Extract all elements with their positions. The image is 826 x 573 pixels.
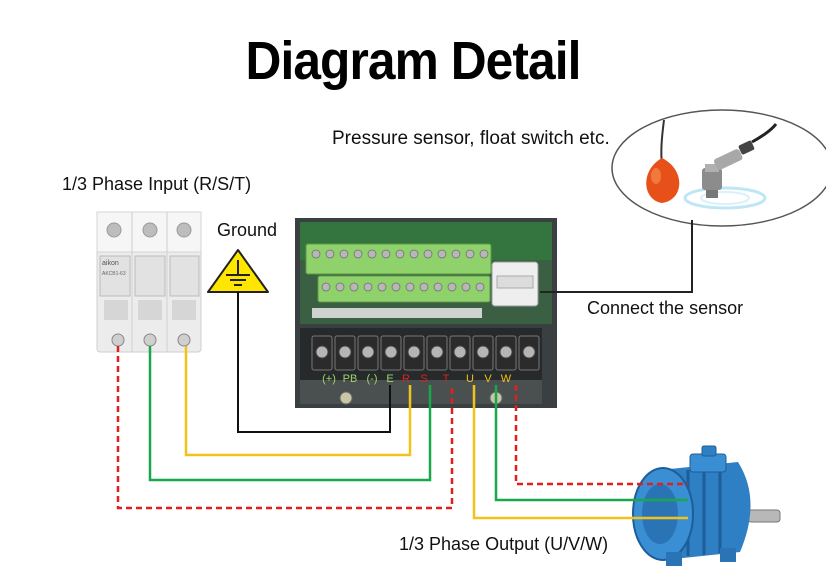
terminal-label: S	[420, 373, 427, 385]
terminal-label: E	[386, 373, 393, 385]
input-wire-yellow	[184, 346, 412, 457]
connect-sensor-label: Connect the sensor	[587, 298, 744, 318]
inverter-board-icon	[295, 218, 557, 408]
ground-symbol-icon	[207, 249, 269, 293]
terminal-label: PB	[343, 373, 358, 385]
breaker-brand: aikon	[102, 260, 119, 267]
input-label: 1/3 Phase Input (R/S/T)	[62, 174, 252, 194]
sensor-wire	[540, 220, 693, 293]
float-switch-icon	[646, 119, 680, 203]
ground-label: Ground	[217, 220, 278, 240]
page-title: Diagram Detail	[245, 31, 581, 91]
terminal-label: (+)	[322, 373, 336, 385]
output-wire-green	[494, 385, 688, 502]
output-wire-red	[514, 385, 688, 486]
motor-icon	[632, 445, 781, 566]
input-wire-red	[116, 346, 454, 510]
output-label: 1/3 Phase Output (U/V/W)	[399, 534, 609, 554]
breaker-model: AKCB1-63	[102, 271, 126, 277]
terminal-label: V	[484, 373, 492, 385]
terminal-label: T	[443, 373, 450, 385]
terminal-label: (-)	[367, 373, 378, 385]
pressure-sensor-icon	[702, 123, 778, 198]
sensor-callout	[611, 109, 826, 227]
breaker-icon	[96, 211, 202, 353]
terminal-label: U	[466, 373, 474, 385]
input-wire-green	[148, 346, 432, 482]
sensor-label: Pressure sensor, float switch etc.	[332, 128, 610, 149]
wires	[116, 220, 693, 520]
output-wire-yellow	[472, 385, 688, 520]
terminal-label: R	[402, 373, 410, 385]
ground-wire	[237, 292, 391, 433]
terminal-label: W	[501, 373, 512, 385]
